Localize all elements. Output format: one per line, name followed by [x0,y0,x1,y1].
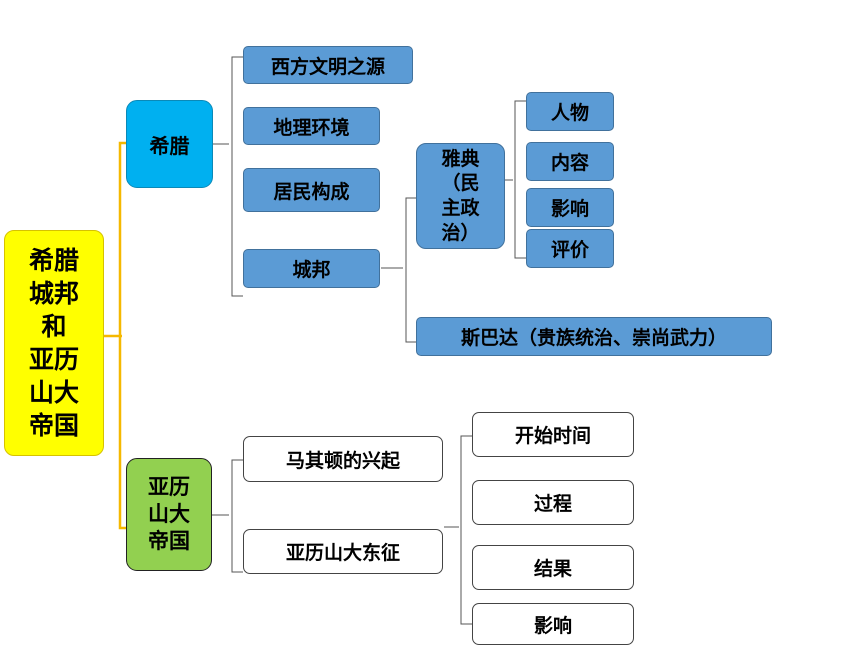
expedition-process: 过程 [472,480,634,525]
topic-western-civilization: 西方文明之源 [243,46,413,84]
athens-content: 内容 [526,142,614,181]
athens-people: 人物 [526,92,614,131]
sparta-node: 斯巴达（贵族统治、崇尚武力） [416,317,772,356]
branch-brackets [212,56,526,625]
athens-evaluation: 评价 [526,229,614,268]
root-node: 希腊 城邦 和 亚历 山大 帝国 [4,230,104,456]
greece-node: 希腊 [126,100,213,188]
topic-macedon-rise: 马其顿的兴起 [243,436,443,482]
root-bracket [104,141,126,530]
expedition-start-time: 开始时间 [472,412,634,457]
expedition-result: 结果 [472,545,634,590]
expedition-influence: 影响 [472,603,634,645]
athens-influence: 影响 [526,188,614,227]
alexander-empire-node: 亚历 山大 帝国 [126,458,212,571]
topic-geography: 地理环境 [243,107,380,145]
topic-eastern-expedition: 亚历山大东征 [243,529,443,574]
topic-residents: 居民构成 [243,168,380,212]
topic-city-state: 城邦 [243,249,380,288]
athens-node: 雅典 （民 主政 治） [416,143,505,249]
